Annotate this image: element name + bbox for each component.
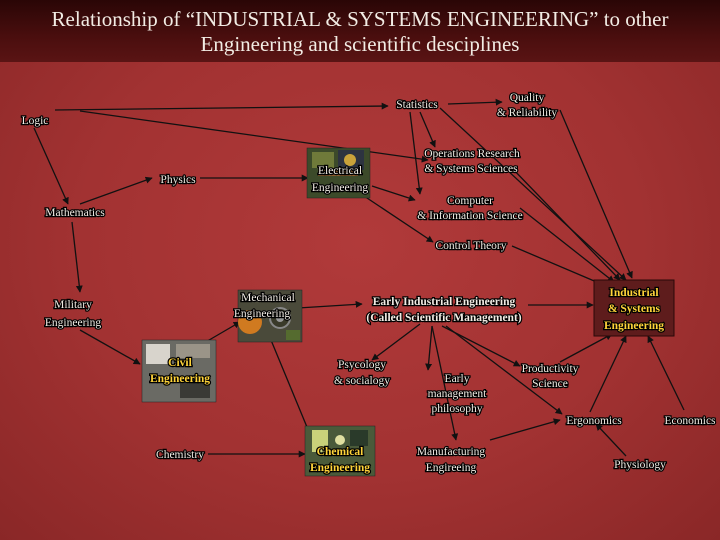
label-mgmt-3: philosophy [431,403,482,415]
label-psychology-1: Psycology [338,359,386,371]
label-mgmt-2: management [428,388,488,400]
node-chemistry: Chemistry [155,448,206,462]
label-productivity-1: Productivity [522,363,579,375]
title-line-1: Relationship of “INDUSTRIAL & SYSTEMS EN… [51,7,669,31]
label-operations-1: Operations Research [424,148,520,160]
edge-statistics-operations [419,111,436,148]
label-productivity-2: Science [532,378,568,390]
edge-mathematics-military [71,221,83,293]
node-quality: Quality & Reliability [496,91,559,120]
node-chemical-engineering: Chemical Engineering [309,445,372,475]
node-military-engineering: Military Engineering [44,298,103,330]
label-physiology: Physiology [614,459,666,471]
node-manufacturing-engineering: Manufacturing Engireeing [416,445,487,475]
edge-statistics-ise [439,107,627,281]
label-military-1: Military [54,299,92,311]
label-military-2: Engineering [45,317,101,329]
label-logic: Logic [22,115,49,127]
edge-physiology-ergonomics [595,423,627,457]
edge-logic-operations [79,110,429,163]
label-manufacturing-2: Engireeing [426,462,477,474]
node-civil-engineering: Civil Engineering [149,356,212,386]
ise-highlight-box [593,279,675,337]
edge-early-ie-manufacturing [431,325,459,441]
label-quality-2: & Reliability [497,107,558,119]
edge-early-ie-mgmt [425,325,433,371]
node-early-management: Early management philosophy [426,372,488,416]
label-ergonomics: Ergonomics [566,415,622,427]
title-bar: Relationship of “INDUSTRIAL & SYSTEMS EN… [0,0,720,62]
label-civil-1: Civil [168,357,192,369]
node-ergonomics: Ergonomics [565,414,623,428]
label-control-theory: Control Theory [435,240,506,252]
edge-logic-statistics [54,102,389,111]
civil-engineering-image [141,339,217,403]
label-electrical-2: Engineering [312,182,368,194]
node-physics: Physics [159,173,197,187]
label-chemical-2: Engineering [310,462,370,474]
label-ise-2: & Systems [608,303,661,315]
label-physics: Physics [160,174,196,186]
edge-electrical-control [363,195,434,243]
label-manufacturing-1: Manufacturing [417,446,486,458]
label-mathematics: Mathematics [45,207,105,219]
node-economics: Economics [663,414,717,428]
edge-computer-ise [519,207,615,283]
edge-electrical-computer [371,185,416,202]
label-psychology-2: & socialogy [334,375,390,387]
label-chemical-1: Chemical [317,446,364,458]
node-psychology: Psycology & socialogy [333,358,392,388]
label-quality-1: Quality [510,92,545,104]
node-mathematics: Mathematics [44,206,106,220]
electrical-engineering-image [306,147,371,199]
edge-economics-ise [647,335,685,411]
edge-early-ie-ergonomics [445,325,563,415]
label-economics: Economics [664,415,716,427]
label-mechanical-1: Mechanical [241,292,295,304]
label-civil-2: Engineering [150,373,210,385]
edge-military-civil [79,329,141,365]
node-electrical-engineering: Electrical Engineering [311,164,370,195]
node-control-theory: Control Theory [434,239,508,253]
edge-manufacturing-ergonomics [489,418,561,441]
mechanical-engineering-image [237,289,303,343]
edge-statistics-quality [447,98,503,106]
label-early-ie-1: Early Industrial Engineering [373,296,516,308]
label-ise-1: Industrial [609,287,658,299]
edge-operations-ise [509,165,621,281]
node-logic: Logic [20,114,49,128]
label-early-ie-2: (Called Scientific Management) [366,312,521,324]
node-physiology: Physiology [613,458,667,472]
label-mgmt-1: Early [445,373,470,385]
edge-productivity-ise [559,333,613,363]
edge-statistics-computer [409,111,423,195]
edge-mathematics-physics [79,176,153,205]
label-ise-3: Engineering [604,320,664,332]
node-statistics: Statistics [395,98,439,112]
node-early-industrial-engineering: Early Industrial Engineering (Called Sci… [365,295,523,325]
node-mechanical-engineering: Mechanical Engineering [233,291,296,321]
edge-mechanical-early-ie [297,300,363,309]
label-electrical-1: Electrical [318,165,362,177]
label-mechanical-2: Engineering [234,308,290,320]
label-statistics: Statistics [396,99,438,111]
node-productivity-science: Productivity Science [520,362,580,391]
node-computer-science: Computer & Information Science [416,194,524,223]
label-computer-2: & Information Science [417,210,522,222]
chemical-engineering-image [304,425,376,477]
edge-control-ise [511,245,607,287]
edge-quality-ise [559,109,633,279]
edge-mechanical-chemical [265,327,315,445]
title-line-2: Engineering and scientific desciplines [200,32,520,56]
label-computer-1: Computer [447,195,493,207]
node-operations-research: Operations Research & Systems Sciences [423,147,521,176]
label-chemistry: Chemistry [156,449,204,461]
edge-logic-mathematics [33,127,69,205]
node-industrial-systems-engineering: Industrial & Systems Engineering [603,286,666,333]
edge-early-ie-psychology [371,323,421,361]
label-operations-2: & Systems Sciences [424,163,518,175]
edge-ergonomics-ise [589,335,627,413]
